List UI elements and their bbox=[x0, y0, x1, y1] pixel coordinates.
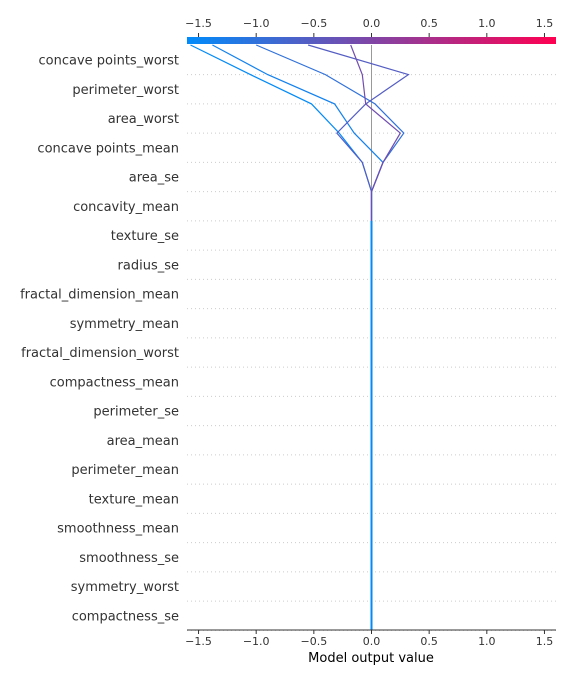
x-tick-label: −0.5 bbox=[300, 17, 327, 30]
feature-label: concave points_worst bbox=[38, 54, 179, 69]
x-tick-label: 1.5 bbox=[536, 635, 554, 648]
feature-label: compactness_mean bbox=[50, 375, 179, 390]
feature-label: smoothness_se bbox=[79, 551, 179, 566]
x-tick-label: 0.5 bbox=[420, 635, 438, 648]
x-tick-label: 0.5 bbox=[420, 17, 438, 30]
feature-label: concave points_mean bbox=[37, 141, 179, 156]
feature-label: symmetry_mean bbox=[70, 317, 179, 332]
feature-label: symmetry_worst bbox=[71, 580, 179, 595]
feature-label: smoothness_mean bbox=[57, 522, 179, 537]
bottom-axis: −1.5 −1.0 −0.5 0.0 0.5 1.0 1.5 bbox=[185, 630, 553, 648]
feature-label: perimeter_mean bbox=[71, 463, 179, 478]
feature-label: perimeter_se bbox=[93, 405, 179, 420]
decision-line bbox=[190, 44, 373, 630]
x-tick-label: −1.5 bbox=[185, 17, 212, 30]
decision-line bbox=[255, 44, 405, 630]
x-tick-label: 1.5 bbox=[536, 17, 554, 30]
feature-label: fractal_dimension_mean bbox=[20, 288, 179, 303]
feature-labels: concave points_worst perimeter_worst area_… bbox=[20, 54, 179, 625]
decision-line bbox=[350, 44, 402, 630]
feature-label: texture_se bbox=[111, 229, 179, 244]
decision-line bbox=[212, 44, 384, 630]
x-tick-label: −1.0 bbox=[243, 635, 270, 648]
x-tick-label: 0.0 bbox=[363, 635, 381, 648]
x-tick-label: −1.5 bbox=[185, 635, 212, 648]
feature-label: concavity_mean bbox=[73, 200, 179, 215]
x-tick-label: −1.0 bbox=[243, 17, 270, 30]
feature-label: compactness_se bbox=[72, 609, 179, 624]
feature-label: radius_se bbox=[118, 258, 179, 273]
x-tick-label: 1.0 bbox=[478, 17, 496, 30]
feature-label: area_mean bbox=[107, 434, 179, 449]
x-tick-label: −0.5 bbox=[300, 635, 327, 648]
colorbar bbox=[187, 37, 556, 44]
x-tick-label: 0.0 bbox=[363, 17, 381, 30]
feature-label: area_se bbox=[129, 171, 179, 186]
decision-lines bbox=[190, 44, 410, 630]
x-tick-label: 1.0 bbox=[478, 635, 496, 648]
feature-label: perimeter_worst bbox=[72, 83, 179, 98]
x-axis-title: Model output value bbox=[308, 651, 434, 666]
feature-label: area_worst bbox=[108, 112, 179, 127]
feature-label: fractal_dimension_worst bbox=[21, 346, 179, 361]
feature-label: texture_mean bbox=[89, 492, 179, 507]
top-axis: −1.5 −1.0 −0.5 0.0 0.5 1.0 1.5 bbox=[185, 17, 553, 37]
